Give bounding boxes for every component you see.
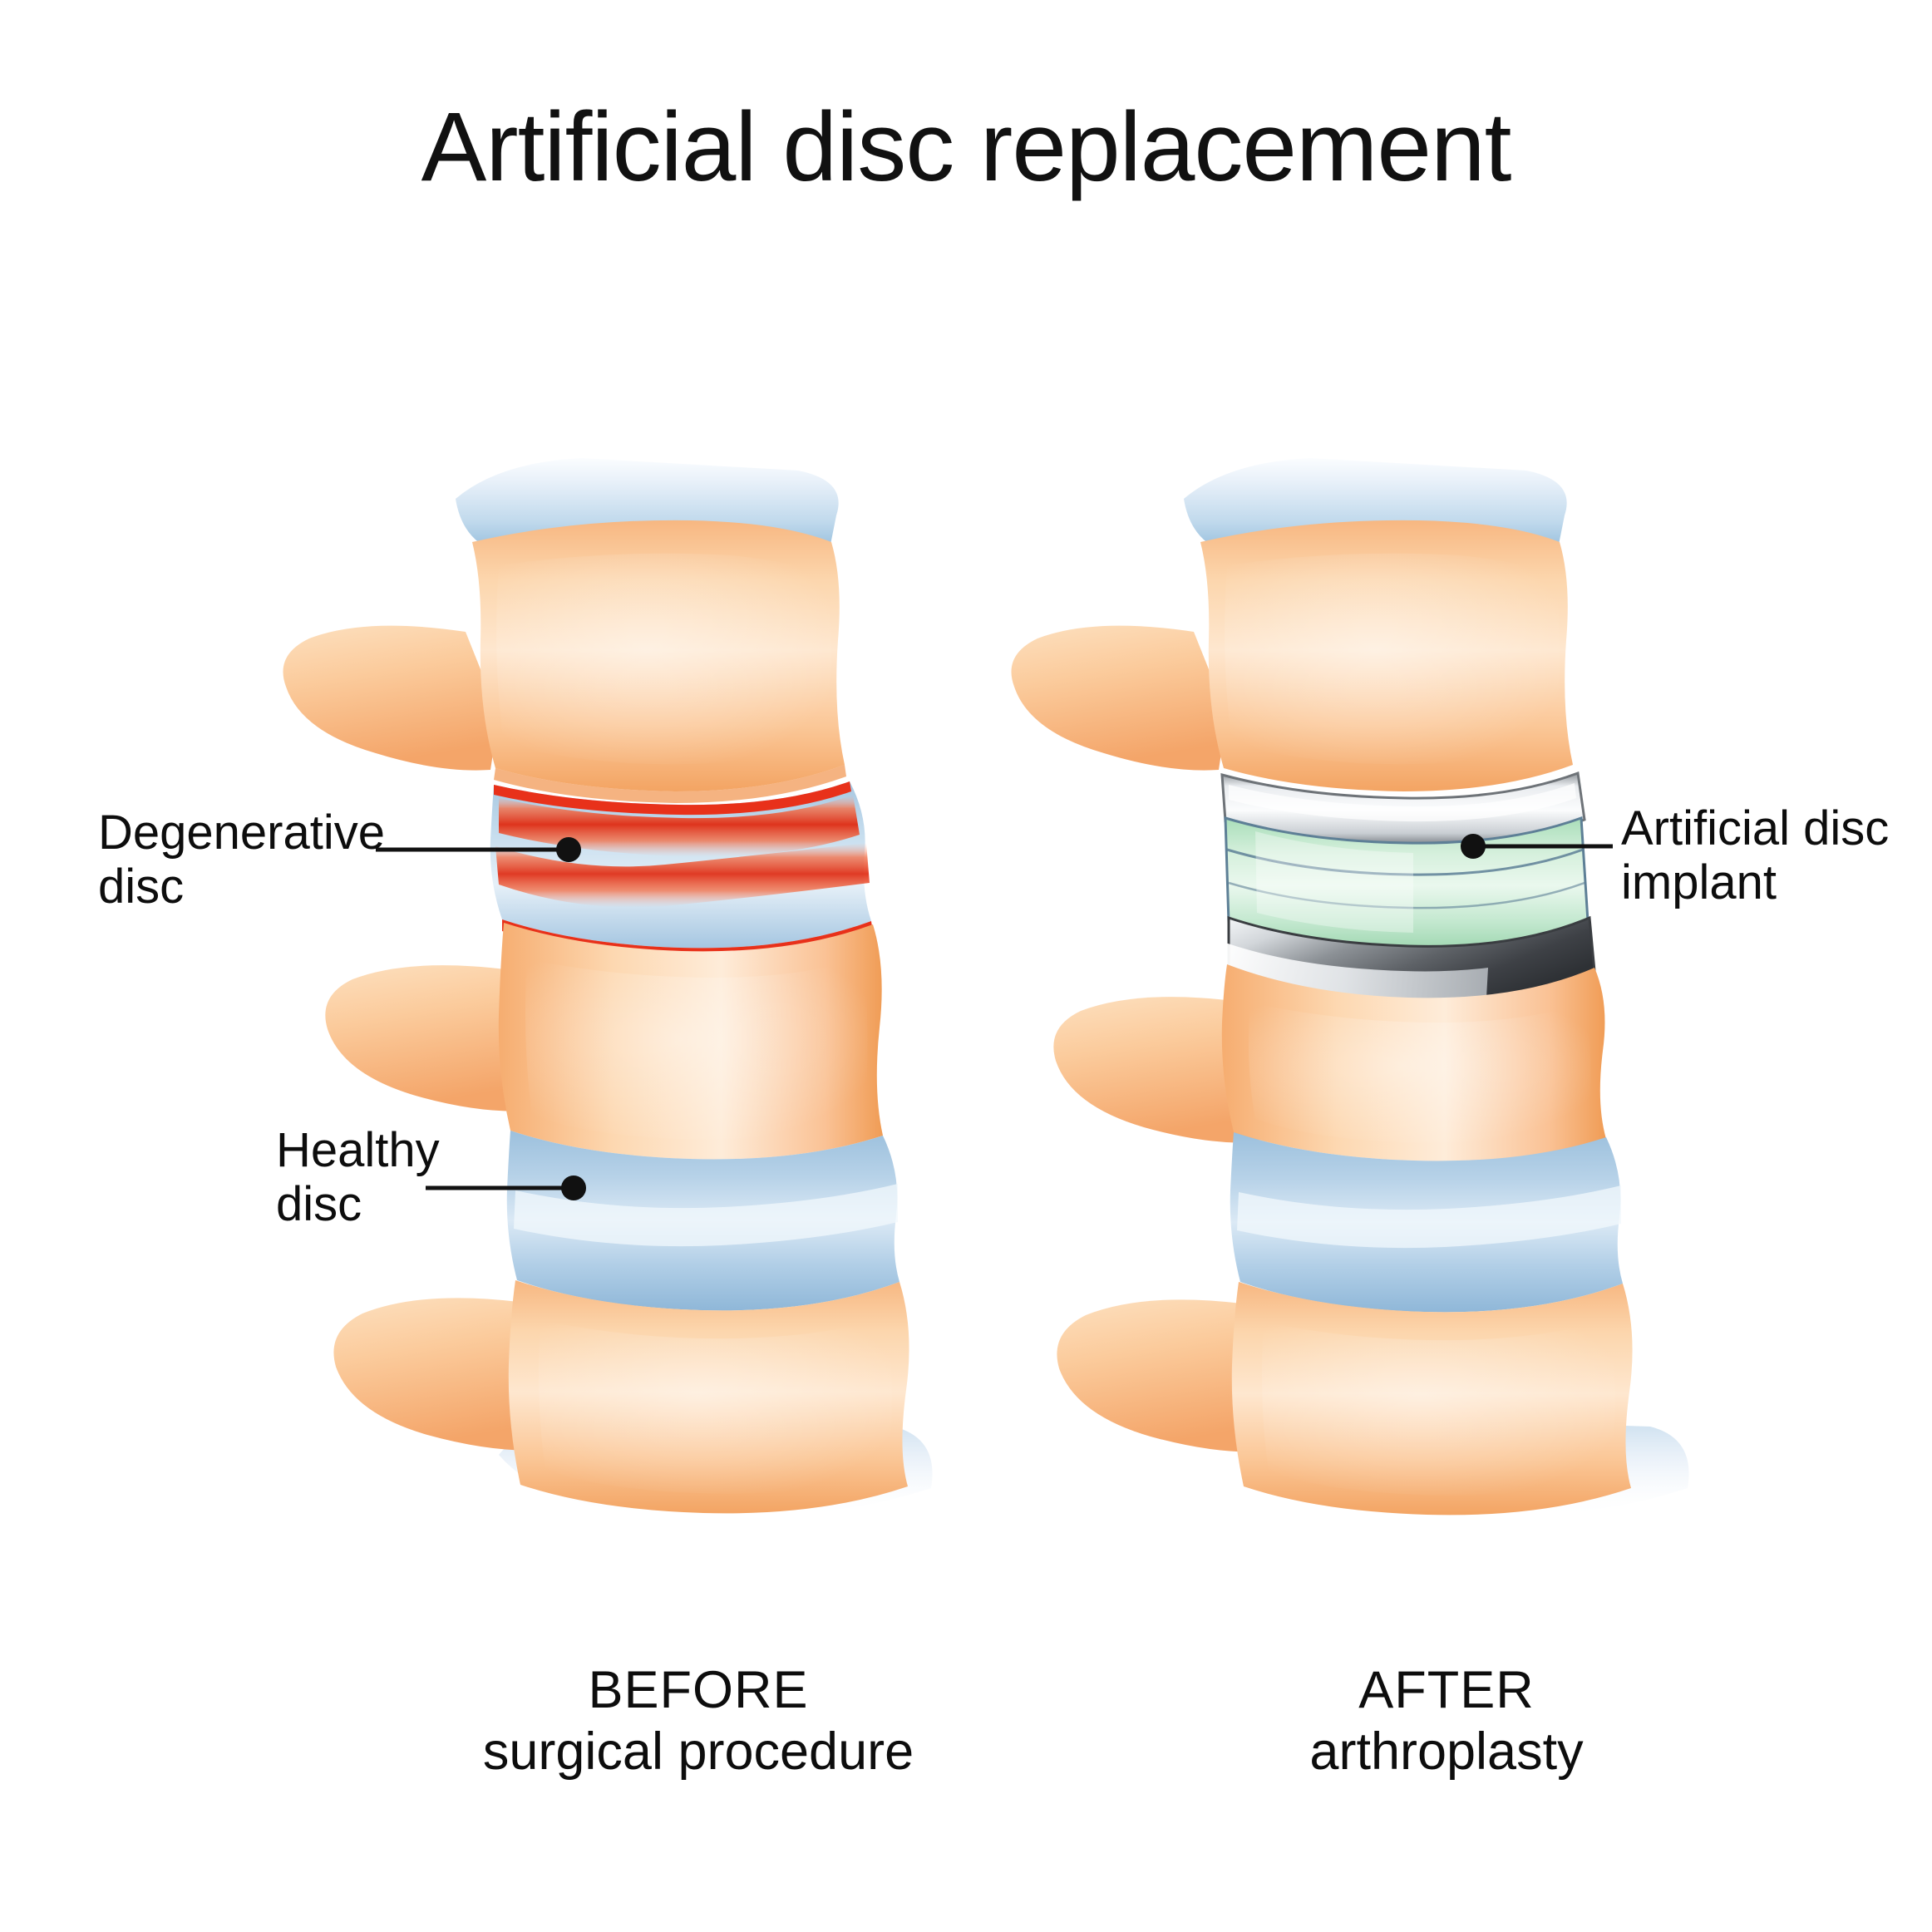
annotation-healthy-disc: Healthy disc	[276, 1123, 440, 1232]
annotation-degenerative-disc: Degenerative disc	[98, 806, 385, 914]
caption-heading: AFTER	[1358, 1661, 1535, 1719]
annotation-line: Healthy	[276, 1123, 440, 1177]
panel-after	[1011, 458, 1689, 1519]
caption-heading: BEFORE	[588, 1661, 809, 1719]
caption-subheading: arthroplasty	[1309, 1723, 1584, 1782]
caption-after: AFTER arthroplasty	[1081, 1659, 1812, 1783]
vertebra-lower-after	[1057, 1282, 1633, 1516]
leader-degenerative-disc	[376, 837, 581, 862]
vertebra-middle-before	[325, 923, 883, 1160]
page-title: Artificial disc replacement	[421, 92, 1512, 202]
transverse-process	[333, 1298, 550, 1451]
transverse-process	[1053, 997, 1265, 1143]
implant-core	[1224, 816, 1589, 949]
healthy-disc-after	[1230, 1132, 1623, 1313]
transverse-process	[325, 965, 537, 1111]
healthy-disc	[506, 1131, 899, 1311]
vertebra-lower-before	[333, 1280, 909, 1514]
vertebra-upper-after	[1011, 520, 1573, 791]
leader-lines	[376, 834, 1613, 1200]
annotation-line: implant	[1621, 855, 1777, 909]
annotation-line: Artificial disc	[1621, 801, 1890, 855]
transverse-process	[1057, 1299, 1274, 1452]
transverse-process	[283, 625, 499, 771]
vertebra-middle-after	[1053, 964, 1606, 1161]
annotation-line: disc	[98, 859, 185, 914]
annotation-line: disc	[276, 1176, 362, 1231]
annotation-artificial-disc-implant: Artificial disc implant	[1621, 801, 1890, 910]
caption-before: BEFORE surgical procedure	[299, 1659, 1097, 1783]
leader-artificial-disc-implant	[1461, 834, 1613, 859]
degenerative-disc	[490, 781, 873, 960]
transverse-process	[1011, 625, 1227, 771]
caption-subheading: surgical procedure	[482, 1723, 914, 1782]
panel-before	[283, 458, 933, 1519]
artificial-disc-implant	[1220, 771, 1596, 1003]
annotation-line: Degenerative	[98, 806, 385, 860]
vertebra-upper-before	[283, 520, 846, 803]
leader-healthy-disc	[426, 1175, 586, 1200]
